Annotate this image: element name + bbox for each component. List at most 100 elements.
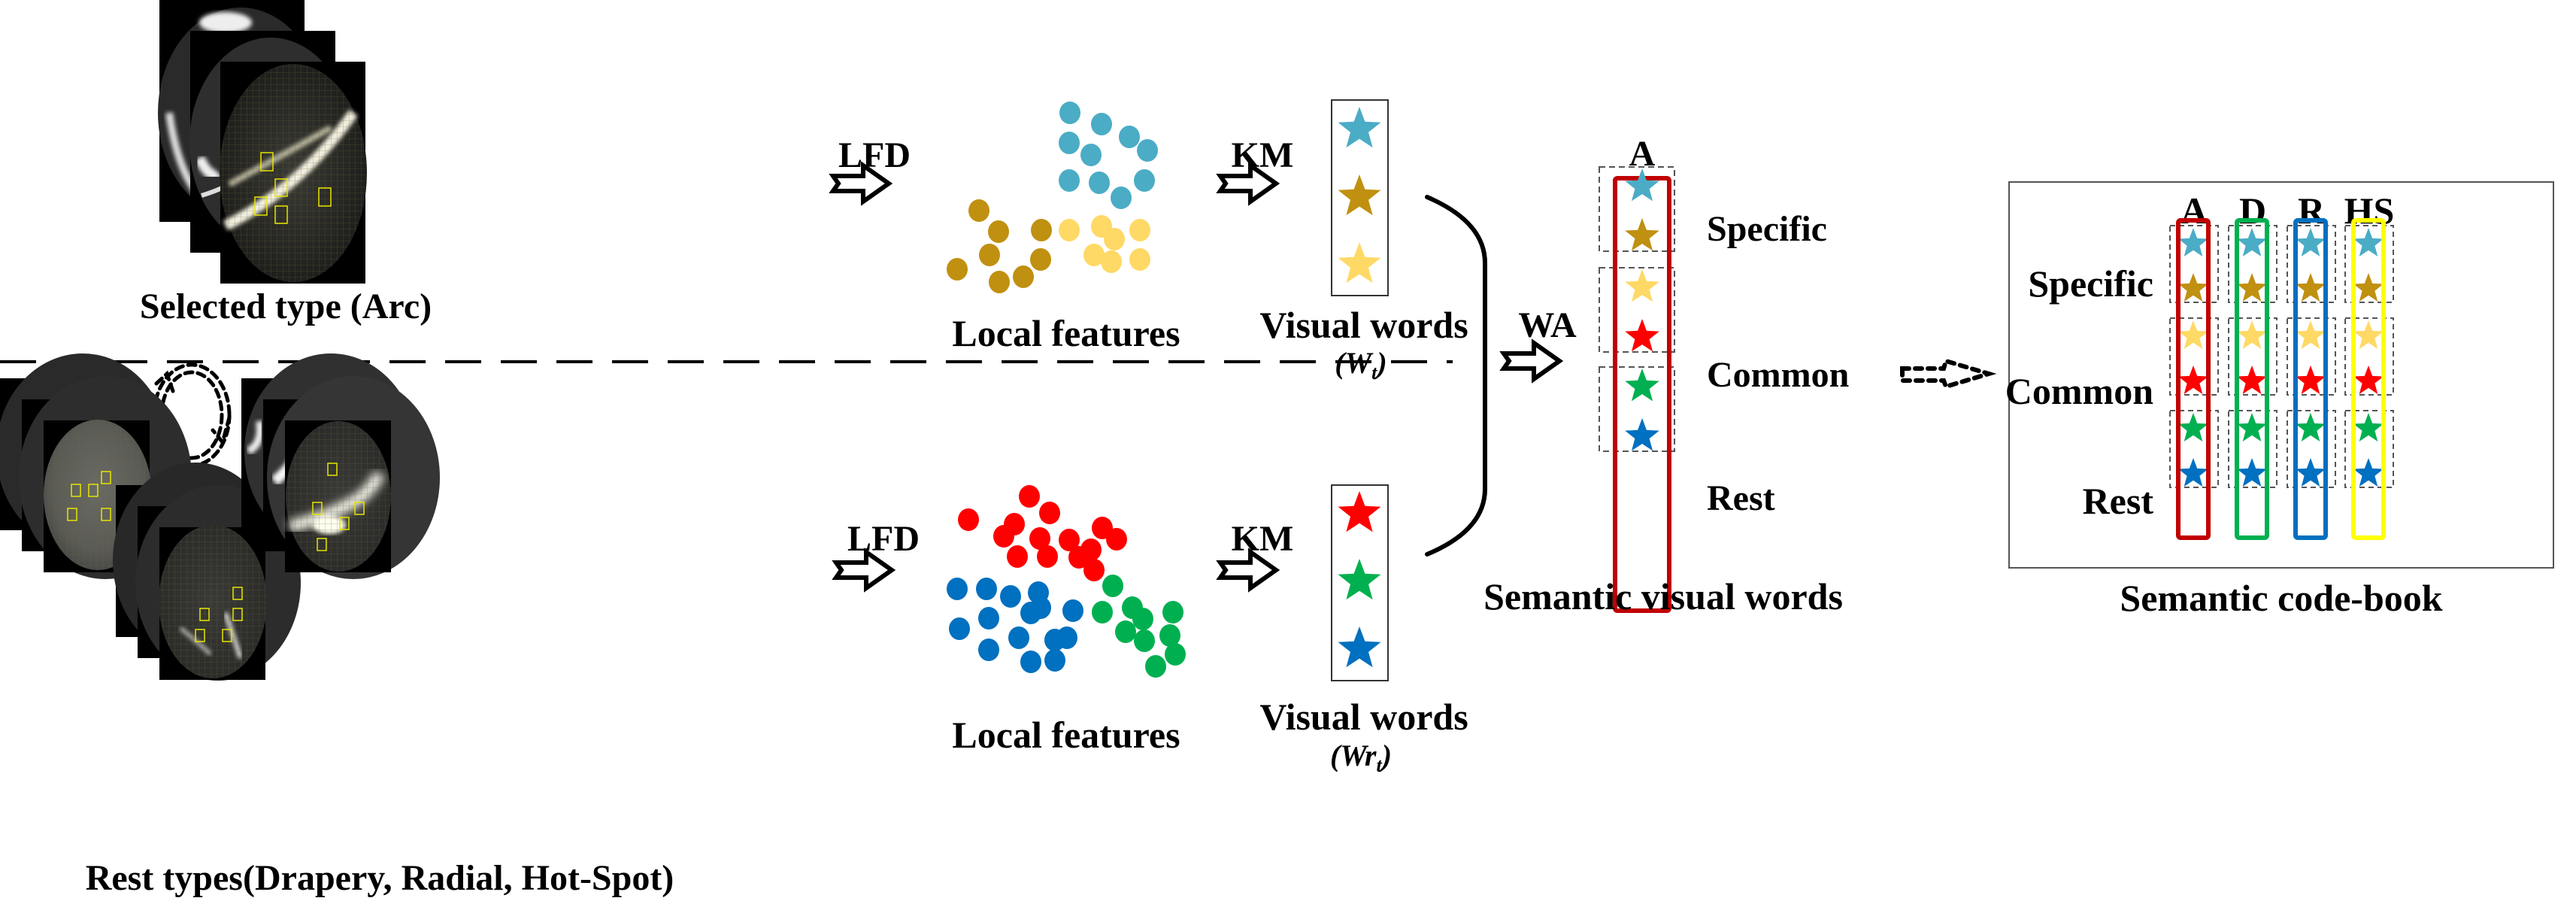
- codebook-group-box: [2228, 317, 2277, 396]
- top-words-caption: Visual words: [1259, 304, 1468, 346]
- radial-image-stack: [113, 463, 301, 681]
- codebook-star-blue: [2237, 458, 2267, 487]
- feature-point-red: [1083, 559, 1105, 581]
- feature-point-blue: [978, 607, 999, 629]
- bottom-words-caption: Visual words: [1259, 696, 1468, 738]
- top-lfd-arrow-icon: [829, 161, 893, 206]
- codebook-group-box: [2287, 225, 2336, 303]
- codebook-star-green: [2237, 413, 2267, 441]
- feature-point-gold: [1030, 248, 1051, 271]
- bottom-features-caption: Local features: [952, 714, 1180, 756]
- feature-point-lightgold: [1101, 250, 1122, 273]
- codebook-frame: [2008, 181, 2554, 569]
- codebook-group-box: [2228, 410, 2277, 488]
- feature-point-red: [1007, 545, 1028, 568]
- top-local-features: [947, 102, 1158, 293]
- semantic-star-green: [1625, 369, 1659, 402]
- feature-point-gold: [1013, 265, 1034, 288]
- codebook-column-box-a: [2176, 218, 2211, 540]
- bottom-km-label: KM: [1232, 519, 1294, 559]
- semantic-star-cyan: [1625, 168, 1659, 202]
- codebook-star-green: [2178, 413, 2208, 441]
- feature-point-cyan: [1059, 102, 1080, 124]
- codebook-group-box: [2169, 225, 2219, 303]
- feature-point-lightgold: [1104, 228, 1125, 250]
- feature-point-cyan: [1111, 187, 1132, 209]
- top-features-caption: Local features: [952, 312, 1180, 354]
- feature-point-green: [1102, 575, 1123, 597]
- codebook-star-gold: [2237, 273, 2267, 302]
- feature-point-blue: [1044, 649, 1065, 672]
- feature-point-blue: [1062, 599, 1083, 622]
- top-km-arrow-icon: [1216, 161, 1280, 206]
- semantic-group-box: [1599, 366, 1675, 452]
- feature-point-red: [1039, 502, 1060, 524]
- semantic-stars: [1625, 168, 1659, 451]
- feature-point-blue: [947, 578, 968, 600]
- dashed-arrow-icon: [1900, 358, 1997, 390]
- feature-point-cyan: [1119, 126, 1140, 148]
- feature-point-cyan: [1080, 144, 1102, 166]
- feature-point-cyan: [1134, 169, 1155, 192]
- feature-point-red: [1106, 528, 1127, 551]
- feature-point-blue: [1020, 651, 1041, 673]
- bottom-lfd-label: LFD: [847, 519, 920, 559]
- feature-point-lightgold: [1083, 244, 1105, 266]
- semantic-column-header: A: [1629, 134, 1656, 174]
- visual-word-star-cyan: [1338, 107, 1381, 148]
- feature-point-blue: [949, 617, 970, 640]
- bottom-km-arrow-icon: [1216, 548, 1280, 593]
- semantic-star-blue: [1625, 418, 1659, 451]
- feature-point-red: [993, 525, 1014, 548]
- feature-point-gold: [947, 258, 968, 281]
- codebook-row-label-specific: Specific: [2028, 262, 2153, 305]
- feature-point-cyan: [1089, 171, 1110, 194]
- semantic-group-label-specific: Specific: [1707, 209, 1827, 249]
- feature-point-green: [1132, 608, 1153, 630]
- codebook-star-lightgold: [2296, 320, 2326, 349]
- codebook-star-blue: [2296, 458, 2326, 487]
- codebook-column-box-hs: [2351, 218, 2386, 540]
- bottom-visual-words-stars: [1338, 491, 1381, 668]
- codebook-group-box: [2169, 317, 2219, 396]
- feature-point-cyan: [1059, 169, 1080, 192]
- feature-point-green: [1165, 643, 1186, 666]
- semantic-visual-words-caption: Semantic visual words: [1483, 575, 1843, 617]
- codebook-caption: Semantic code-book: [2120, 577, 2442, 619]
- semantic-group-label-rest: Rest: [1707, 478, 1775, 518]
- top-visual-words-stars: [1338, 107, 1381, 284]
- semantic-star-red: [1625, 319, 1659, 352]
- top-words-symbol: (Wt): [1335, 346, 1386, 384]
- feature-point-blue: [1000, 585, 1021, 608]
- codebook-row-label-rest: Rest: [2083, 480, 2154, 522]
- codebook-star-green: [2296, 413, 2326, 441]
- codebook-star-lightgold: [2178, 320, 2208, 349]
- semantic-group-box: [1599, 267, 1675, 353]
- feature-point-blue: [1056, 626, 1077, 649]
- semantic-star-gold: [1625, 218, 1659, 251]
- feature-point-red: [958, 508, 979, 531]
- codebook-star-blue: [2178, 458, 2208, 487]
- top-lfd-label: LFD: [838, 135, 911, 175]
- codebook-star-gold: [2178, 273, 2208, 302]
- feature-point-green: [1162, 601, 1183, 623]
- visual-word-star-gold: [1338, 174, 1381, 216]
- feature-point-green: [1159, 624, 1180, 647]
- codebook-column-header: R: [2298, 190, 2326, 232]
- codebook-group-box: [2287, 410, 2336, 488]
- visual-word-star-green: [1338, 559, 1381, 600]
- codebook-star-green: [2353, 413, 2384, 441]
- codebook-row-label-common: Common: [2005, 370, 2153, 412]
- feature-point-gold: [989, 271, 1010, 293]
- feature-point-gold: [1031, 219, 1052, 241]
- bottom-words-symbol: (Wrt): [1330, 739, 1392, 776]
- feature-point-blue: [1030, 596, 1051, 619]
- rest-types-caption: Rest types(Drapery, Radial, Hot-Spot): [86, 858, 674, 898]
- feature-point-red: [1059, 529, 1080, 551]
- semantic-group-label-common: Common: [1707, 355, 1849, 395]
- feature-point-gold: [979, 244, 1000, 266]
- feature-point-lightgold: [1129, 248, 1150, 271]
- feature-point-green: [1145, 655, 1166, 678]
- codebook-star-lightgold: [2237, 320, 2267, 349]
- feature-point-red: [1029, 527, 1050, 550]
